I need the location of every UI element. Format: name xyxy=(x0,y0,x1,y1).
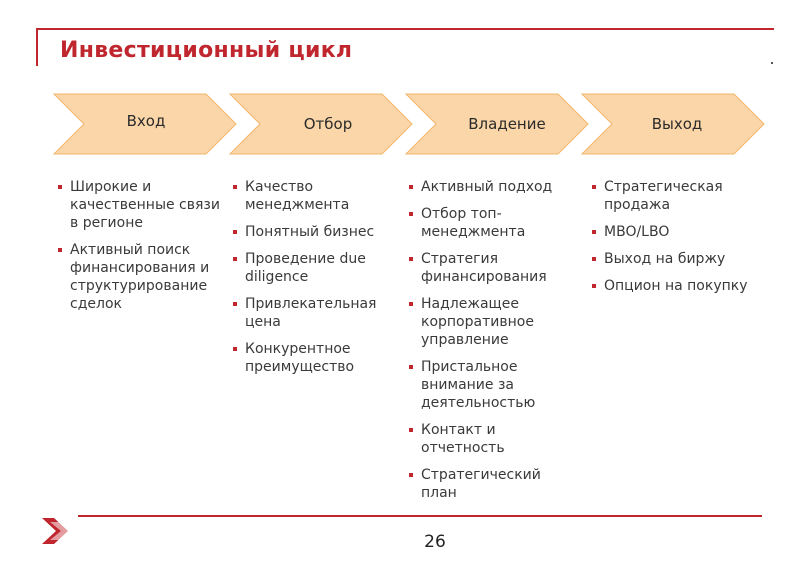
header-rule xyxy=(36,28,774,30)
stage-list-exit: Стратегическая продажа MBO/LBO Выход на … xyxy=(592,178,752,304)
chevron-logo-icon xyxy=(42,518,71,544)
list-item: Отбор топ-менеджмента xyxy=(409,205,579,241)
list-item: Активный поиск финансирования и структур… xyxy=(58,241,220,313)
chevron-shape-entry xyxy=(52,93,237,155)
chevron-shape-exit xyxy=(580,93,765,155)
list-item: Выход на биржу xyxy=(592,250,752,268)
list-item: Качество менеджмента xyxy=(233,178,393,214)
list-item: Проведение due diligence xyxy=(233,250,393,286)
chevron-shape-ownership xyxy=(404,93,589,155)
list-item: Пристальное внимание за деятельностью xyxy=(409,358,579,412)
chevron-shape-selection xyxy=(228,93,413,155)
list-item: Стратегический план xyxy=(409,466,579,502)
list-item: Привлекательная цена xyxy=(233,295,393,331)
slide-title: Инвестиционный цикл xyxy=(60,38,353,63)
list-item: MBO/LBO xyxy=(592,223,752,241)
list-item: Активный подход xyxy=(409,178,579,196)
chevron-label-entry: Вход xyxy=(126,112,166,130)
list-item: Понятный бизнес xyxy=(233,223,393,241)
stage-list-entry: Широкие и качественные связи в регионе А… xyxy=(58,178,220,322)
chevron-label-exit: Выход xyxy=(651,115,703,133)
header-left-rule xyxy=(36,28,38,66)
list-item: Опцион на покупку xyxy=(592,277,752,295)
chevron-label-selection: Отбор xyxy=(303,115,353,133)
list-item: Надлежащее корпоративное управление xyxy=(409,295,579,349)
page-number: 26 xyxy=(424,532,446,552)
list-item: Широкие и качественные связи в регионе xyxy=(58,178,220,232)
list-item: Конкурентное преимущество xyxy=(233,340,393,376)
list-item: Контакт и отчетность xyxy=(409,421,579,457)
stage-list-selection: Качество менеджмента Понятный бизнес Про… xyxy=(233,178,393,385)
list-item: Стратегическая продажа xyxy=(592,178,752,214)
footer-rule xyxy=(78,515,762,517)
chevron-label-ownership: Владение xyxy=(468,115,546,133)
decorative-dot xyxy=(771,62,773,64)
stage-list-ownership: Активный подход Отбор топ-менеджмента Ст… xyxy=(409,178,579,511)
list-item: Стратегия финансирования xyxy=(409,250,579,286)
